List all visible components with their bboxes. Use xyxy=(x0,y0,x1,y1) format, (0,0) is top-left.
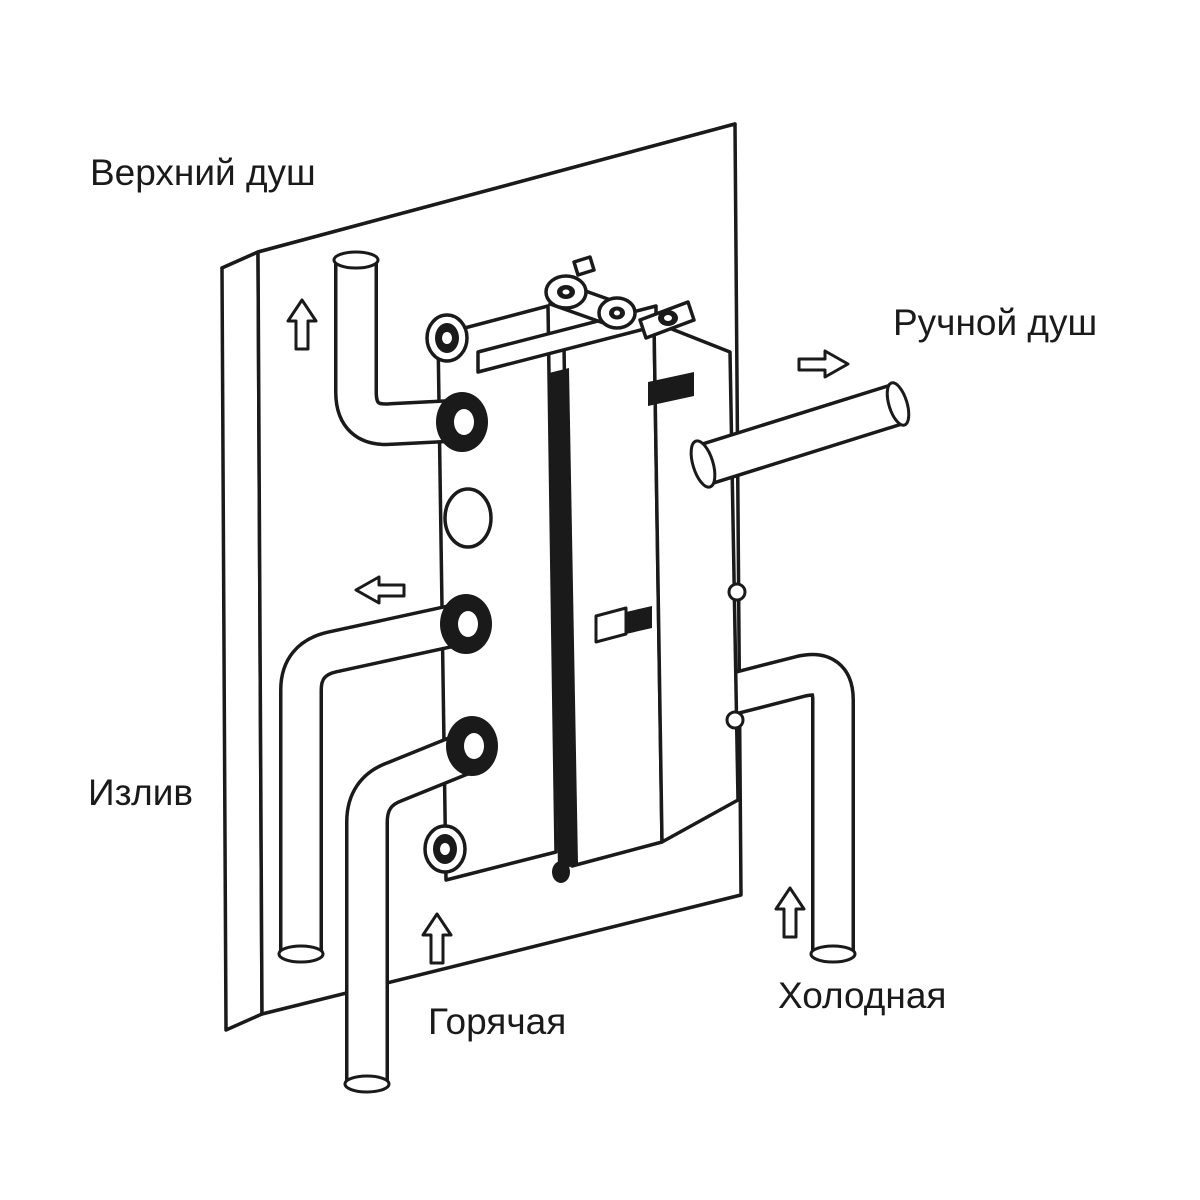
label-cold: Холодная xyxy=(778,975,946,1016)
valve-ports xyxy=(436,392,498,776)
valve-right-notch-upper xyxy=(727,582,747,602)
mounting-ear-top-hole xyxy=(442,332,452,344)
valve-strap-band xyxy=(549,368,578,871)
valve-latch-block xyxy=(626,606,652,634)
valve-right-notch-lower xyxy=(725,710,745,730)
label-hot: Горячая xyxy=(428,1001,566,1042)
pipe-cold-fill xyxy=(719,656,852,954)
label-hand-shower: Ручной душ xyxy=(893,302,1097,343)
arrow-up-hot-icon xyxy=(421,912,453,965)
valve-top-right-tab-hole xyxy=(664,315,672,321)
wall-panel-left-face xyxy=(220,250,264,1032)
valve-strap-end-loop xyxy=(552,861,570,883)
mounting-ear-bottom-hole xyxy=(440,843,450,855)
pipe-hand-shower-fill xyxy=(694,386,904,484)
port-top-shower-hole xyxy=(454,409,474,435)
pipe-spout xyxy=(277,600,475,964)
pipe-hand-shower-end-cap xyxy=(885,381,911,427)
pipe-cold-end-cap xyxy=(809,944,857,964)
valve-clamp-stem xyxy=(572,255,596,277)
valve-body xyxy=(476,255,747,883)
pipe-spout-end-cap xyxy=(277,944,325,964)
port-spout-hole xyxy=(458,611,478,637)
pipe-spout-fill xyxy=(282,603,474,954)
port-blank-boss xyxy=(443,487,493,549)
arrow-right-hand-shower-icon xyxy=(797,349,850,379)
mounting-plate xyxy=(423,304,558,882)
arrow-up-top-shower-icon xyxy=(286,298,318,351)
pipes xyxy=(277,250,857,1094)
valve-clamp-screw-right-hole xyxy=(614,310,620,316)
label-spout: Излив xyxy=(88,772,193,813)
valve-clamp-screw-left-hole xyxy=(562,289,570,295)
pipe-hand-shower-flange xyxy=(689,439,717,489)
pipe-top-shower-fill xyxy=(337,260,471,443)
pipe-top-shower xyxy=(332,250,472,447)
pipe-top-shower-end-cap xyxy=(332,250,380,270)
flow-arrows xyxy=(286,298,850,965)
pipe-cold xyxy=(718,652,857,964)
valve-flag-marker xyxy=(648,372,694,406)
arrow-left-spout-icon xyxy=(354,575,406,605)
pipe-hand-shower xyxy=(689,381,911,489)
pipe-hot xyxy=(343,727,487,1094)
label-top-shower: Верхний душ xyxy=(90,152,316,193)
mounting-plate-body xyxy=(436,304,558,882)
port-hot-hole xyxy=(464,733,484,759)
pipe-hot-fill xyxy=(348,730,485,1084)
pipe-hot-end-cap xyxy=(343,1074,391,1094)
valve-front-face xyxy=(562,320,664,868)
arrow-up-cold-icon xyxy=(774,886,806,939)
diagram-labels: Верхний душ Ручной душ Излив Горячая Хол… xyxy=(88,152,1097,1042)
